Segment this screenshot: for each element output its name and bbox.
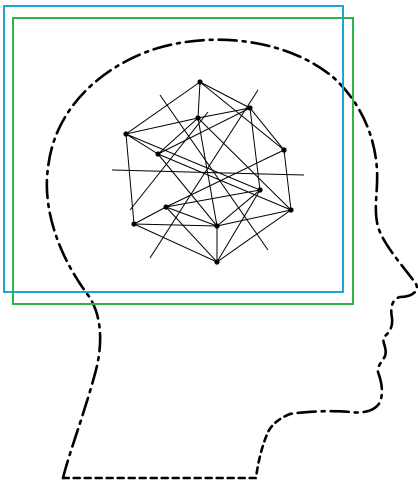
network-edge [158, 118, 198, 154]
network-node [155, 151, 160, 156]
network-edge [250, 108, 260, 190]
network-node [163, 204, 168, 209]
network-edge [134, 224, 217, 262]
network-node [214, 223, 219, 228]
network-crossing-line [160, 95, 268, 250]
network-edge [284, 150, 291, 210]
network-crossing-line [130, 112, 208, 210]
network-edge [134, 207, 166, 224]
head-profile-dashed [63, 414, 290, 478]
network-edge [198, 82, 200, 118]
network-edge [134, 224, 217, 226]
network-node [281, 147, 286, 152]
network-node [195, 115, 200, 120]
network-node [197, 79, 202, 84]
green-frame [13, 18, 353, 304]
head-profile-dashdot [47, 40, 417, 478]
blue-frame [4, 6, 343, 292]
network-node [288, 207, 293, 212]
network-node [247, 105, 252, 110]
network-edge [200, 82, 250, 108]
network-node [257, 187, 262, 192]
network-edge [200, 82, 284, 150]
network-edge [166, 207, 217, 262]
network-graph [112, 79, 304, 264]
network-edge [158, 108, 250, 154]
network-crossing-line [150, 90, 258, 258]
network-node [214, 259, 219, 264]
network-node [123, 131, 128, 136]
network-edge [126, 134, 134, 224]
network-edge [126, 134, 158, 154]
network-edge [217, 190, 260, 262]
network-node [131, 221, 136, 226]
network-edge [250, 108, 284, 150]
